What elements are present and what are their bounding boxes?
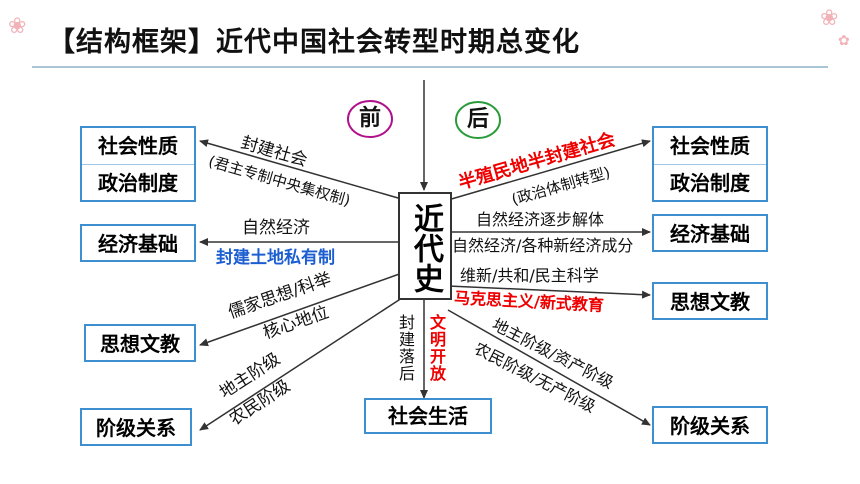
arrow-right-nature xyxy=(447,139,651,201)
after-marker-oval xyxy=(455,101,501,139)
right-class-label: 阶级关系 xyxy=(670,414,750,438)
arrow-right-class xyxy=(447,309,651,426)
page-title: 【结构框架】近代中国社会转型时期总变化 xyxy=(48,27,580,58)
title-divider xyxy=(32,66,828,68)
flower-decoration-left: ❀ xyxy=(8,14,27,39)
left-thought-box: 思想文教 xyxy=(84,324,196,362)
right-class-box: 阶级关系 xyxy=(652,406,768,444)
right-nature-label: 社会性质 xyxy=(670,134,750,158)
left-class-label: 阶级关系 xyxy=(96,416,176,440)
left-nature-label: 社会性质 xyxy=(98,134,178,158)
after-marker-label: 后 xyxy=(466,107,489,132)
right-politics-label: 政治制度 xyxy=(670,171,750,195)
arrow-left-nature xyxy=(199,139,406,201)
label-natural-economy: 自然经济 xyxy=(242,218,310,238)
flower-decoration-right: ❀ xyxy=(820,6,839,31)
before-marker-oval xyxy=(347,100,393,138)
label-economy-new: 自然经济/各种新经济成分 xyxy=(452,236,634,255)
label-civilized-open: 文明开放 xyxy=(427,314,446,382)
bottom-social-life-label: 社会生活 xyxy=(388,404,468,428)
bottom-social-life-box: 社会生活 xyxy=(364,398,492,434)
left-politics-label: 政治制度 xyxy=(98,171,178,195)
left-thought-label: 思想文教 xyxy=(100,332,180,356)
before-marker-label: 前 xyxy=(358,106,381,131)
flower-decoration-right-small: ✿ xyxy=(838,33,850,49)
right-thought-box: 思想文教 xyxy=(652,282,768,320)
right-economy-box: 经济基础 xyxy=(652,214,768,252)
label-feudal-land: 封建土地私有制 xyxy=(216,248,335,268)
center-label: 近代史 xyxy=(408,203,443,293)
arrow-left-thought xyxy=(199,271,406,347)
label-feudal-backward: 封建落后 xyxy=(396,314,415,382)
right-nature-politics-box: 社会性质 政治制度 xyxy=(652,126,768,202)
left-economy-label: 经济基础 xyxy=(98,232,178,256)
left-class-box: 阶级关系 xyxy=(80,408,192,446)
label-reform-republic: 维新/共和/民主科学 xyxy=(460,266,599,285)
label-economy-decline: 自然经济逐步解体 xyxy=(476,210,605,229)
center-box: 近代史 xyxy=(398,192,452,300)
arrow-right-thought xyxy=(447,285,651,299)
right-economy-label: 经济基础 xyxy=(670,222,750,246)
left-nature-politics-box: 社会性质 政治制度 xyxy=(80,126,196,202)
right-thought-label: 思想文教 xyxy=(670,290,750,314)
arrow-left-class xyxy=(199,295,406,431)
left-economy-box: 经济基础 xyxy=(80,224,196,262)
